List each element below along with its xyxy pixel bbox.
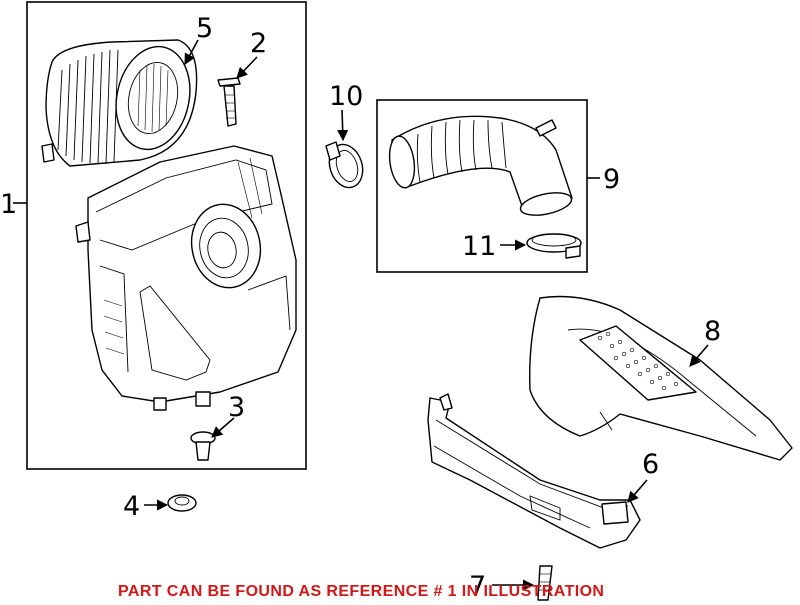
mounting-bracket (427, 393, 641, 549)
air-filter-element (41, 39, 198, 167)
bracket-bolt (537, 565, 553, 601)
callout-11: 11 (462, 231, 496, 262)
air-intake-duct (529, 295, 793, 461)
grommet (167, 494, 197, 512)
callout-1: 1 (0, 189, 17, 220)
reference-notice: PART CAN BE FOUND AS REFERENCE # 1 IN IL… (118, 583, 604, 600)
callout-7: 7 (469, 571, 486, 602)
air-box-housing (75, 145, 297, 411)
intake-hose (388, 115, 573, 216)
hose-clamp (325, 141, 364, 189)
assembly-frame (26, 1, 307, 470)
hose-frame (376, 99, 588, 273)
leader-lines (13, 39, 709, 591)
callout-3: 3 (228, 392, 245, 423)
callout-4: 4 (123, 491, 140, 522)
push-clip (190, 431, 216, 461)
callout-5: 5 (196, 13, 213, 44)
callout-10: 10 (329, 81, 363, 112)
hose-clamp-small (526, 233, 582, 259)
callout-2: 2 (250, 28, 267, 59)
callout-6: 6 (642, 449, 659, 480)
bolt (217, 77, 241, 127)
callout-8: 8 (704, 316, 721, 347)
callout-9: 9 (603, 164, 620, 195)
